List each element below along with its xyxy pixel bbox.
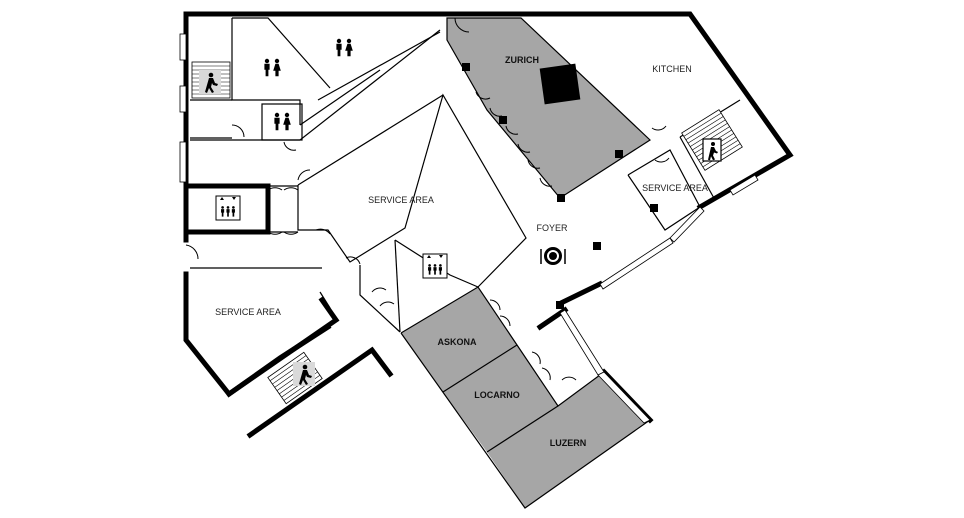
stairs-icon: [293, 362, 315, 386]
room-askona[interactable]: [401, 287, 517, 392]
stairs-icon: [199, 70, 221, 94]
label-kitchen: KITCHEN: [652, 64, 692, 74]
restroom-icon: [336, 38, 353, 57]
room-locarno[interactable]: [443, 345, 558, 452]
zurich-centerpiece: [539, 63, 581, 105]
emergency-exit-icon: [702, 138, 722, 162]
label-service-area-right: SERVICE AREA: [642, 183, 708, 193]
room-luzern[interactable]: [487, 372, 650, 508]
label-luzern: LUZERN: [550, 438, 587, 448]
label-service-area-top: SERVICE AREA: [368, 195, 434, 205]
windows: [179, 33, 759, 424]
inner-walls: [190, 17, 741, 509]
doors: [185, 17, 670, 381]
pillars: [462, 63, 658, 309]
label-askona: ASKONA: [437, 337, 477, 347]
restroom-icon: [274, 112, 291, 131]
elevator-icon: [422, 253, 448, 279]
restaurant-icon: [540, 247, 566, 265]
label-foyer: FOYER: [536, 223, 568, 233]
restroom-icon: [264, 58, 281, 77]
label-service-area-left: SERVICE AREA: [215, 307, 281, 317]
room-zurich[interactable]: [447, 18, 650, 198]
label-locarno: LOCARNO: [474, 390, 520, 400]
elevator-icon: [215, 195, 241, 221]
label-zurich: ZURICH: [505, 55, 539, 65]
meeting-rooms: [401, 18, 650, 508]
